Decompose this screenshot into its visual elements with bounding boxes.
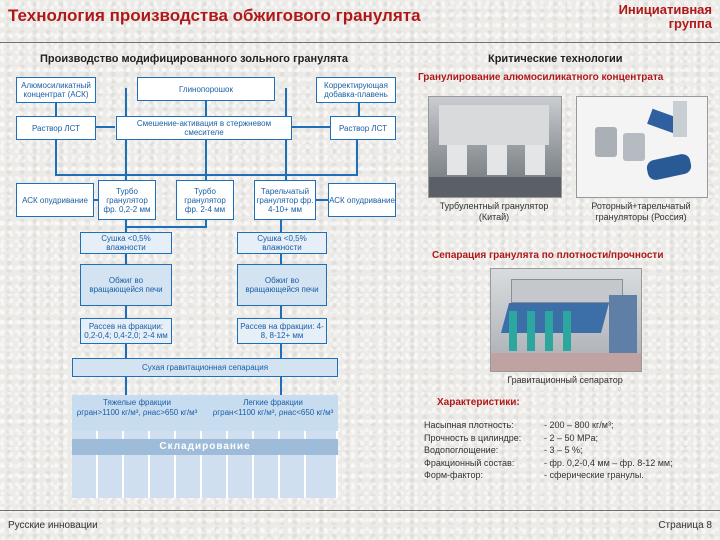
rotor-plate-granulator-caption: Роторный+тарельчатый грануляторы (Россия… [591,201,691,222]
heavy-fractions-values: ρгран>1100 кг/м³, ρнас>650 кг/м³ [76,408,198,417]
corrective-additive-box: Корректирующая добавка-плавень [316,77,396,103]
granulation-heading: Гранулирование алюмосиликатного концентр… [418,72,664,83]
characteristic-label: Фракционный состав: [424,457,515,468]
firing-left-box: Обжиг во вращающейся печи [80,264,172,306]
gravity-separation-box: Сухая гравитационная сепарация [72,358,338,377]
ask-dusting-right-box: АСК опудривание [328,183,396,217]
brand-logo: Инициативная группа [619,3,712,31]
characteristic-row: Форм-фактор: - сферические гранулы. [424,469,704,482]
sieving-left-box: Рассев на фракции: 0,2-0,4; 0,4-2,0; 2-4… [80,318,172,344]
characteristic-row: Насыпная плотность: - 200 – 800 кг/м³; [424,419,704,432]
lst-solution-right-box: Раствор ЛСТ [330,116,396,140]
characteristic-value: - фр. 0,2-0,4 мм – фр. 8-12 мм; [544,457,673,468]
firing-right-box: Обжиг во вращающейся печи [237,264,327,306]
characteristic-value: - 2 – 50 MPa; [544,432,599,443]
turbo-granulator-2-box: Турбо гранулятор фр. 2-4 мм [176,180,234,220]
storage-label: Складирование [72,439,338,455]
heavy-fractions: Тяжелые фракции ρгран>1100 кг/м³, ρнас>6… [72,395,202,431]
light-fractions: Легкие фракции ρгран<1100 кг/м³, ρнас<65… [208,395,338,431]
footer-divider [0,510,720,511]
turbo-granulator-1-box: Турбо гранулятор фр. 0,2-2 мм [98,180,156,220]
characteristic-value: - 3 – 5 %; [544,445,583,455]
mixing-activation-box: Смешение-активация в стержневом смесител… [116,116,292,140]
characteristic-label: Насыпная плотность: [424,420,514,430]
right-section-title: Критические технологии [488,53,623,65]
gravity-separator-photo [490,268,642,372]
header-divider [0,42,720,43]
characteristic-label: Форм-фактор: [424,470,484,480]
characteristic-row: Прочность в цилиндре: - 2 – 50 MPa; [424,432,704,445]
gravity-separator-caption: Гравитационный сепаратор [507,375,623,385]
turbulent-granulator-caption: Турбулентный гранулятор (Китай) [439,201,549,222]
separation-heading: Сепарация гранулята по плотности/прочнос… [432,250,664,261]
left-section-title: Производство модифицированного зольного … [40,53,349,65]
brand-line-1: Инициативная [618,2,712,17]
heavy-fractions-title: Тяжелые фракции [103,398,171,407]
characteristic-row: Фракционный состав: - фр. 0,2-0,4 мм – ф… [424,457,704,470]
rotor-plate-granulator-photo [576,96,708,198]
plate-granulator-box: Тарельчатый гранулятор фр. 4-10+ мм [254,180,316,220]
characteristic-row: Водопоглощение: - 3 – 5 %; [424,444,704,457]
characteristic-value: - сферические гранулы. [544,470,644,480]
characteristics-heading: Характеристики: [437,397,520,408]
drying-left-box: Сушка <0,5% влажности [80,232,172,254]
page-title: Технология производства обжигового грану… [8,6,421,25]
lst-solution-left-box: Раствор ЛСТ [16,116,96,140]
page-number: Страница 8 [658,520,712,531]
light-fractions-values: ρгран<1100 кг/м³, ρнас<650 кг/м³ [212,408,334,417]
light-fractions-title: Легкие фракции [243,398,303,407]
sieving-right-box: Рассев на фракции: 4-8, 8-12+ мм [237,318,327,344]
ask-dusting-left-box: АСК опудривание [16,183,94,217]
ask-concentrate-box: Алюмосиликатный концентрат (АСК) [16,77,96,103]
characteristics-list: Насыпная плотность: - 200 – 800 кг/м³; П… [424,419,704,482]
characteristic-label: Прочность в цилиндре: [424,432,522,443]
drying-right-box: Сушка <0,5% влажности [237,232,327,254]
characteristic-value: - 200 – 800 кг/м³; [544,420,614,430]
footer-left: Русские инновации [8,520,98,531]
characteristic-label: Водопоглощение: [424,445,499,455]
brand-line-2: группа [668,16,712,31]
storage-silos: Тяжелые фракции ρгран>1100 кг/м³, ρнас>6… [72,395,338,498]
turbulent-granulator-photo [428,96,562,198]
clay-powder-box: Глинопорошок [137,77,275,101]
